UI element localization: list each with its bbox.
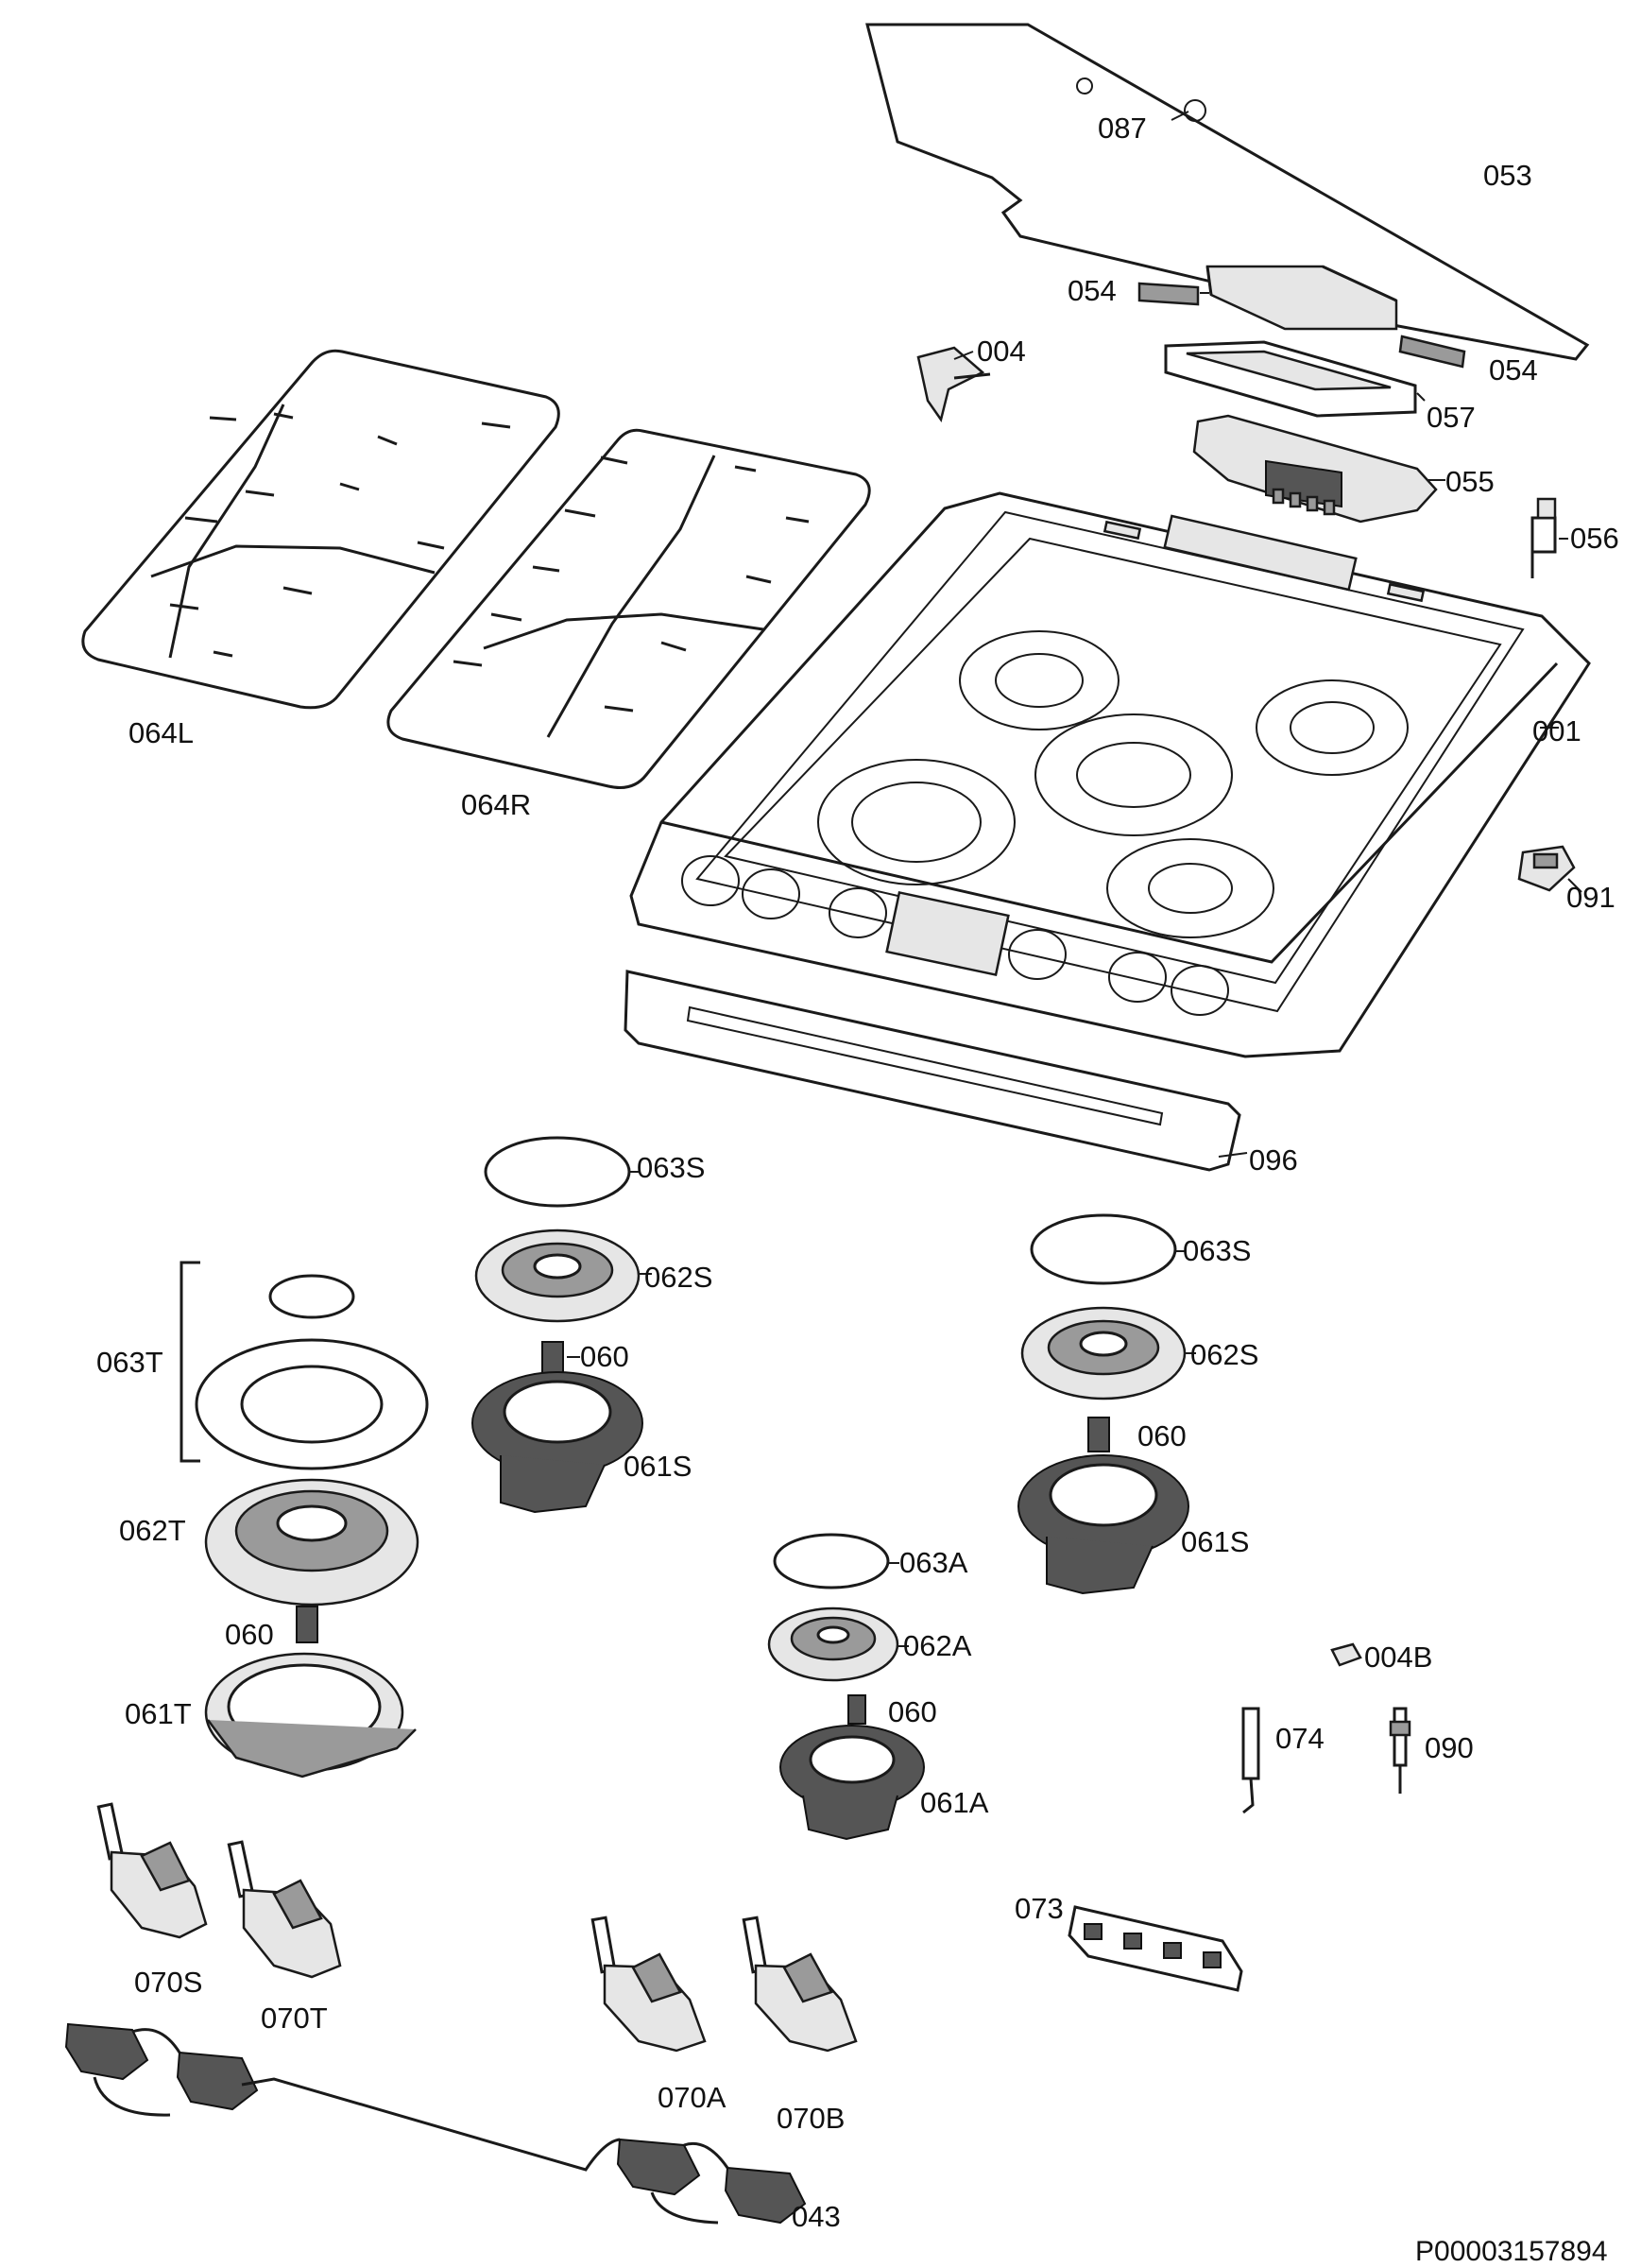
label-061T: 061T [125,1697,192,1730]
burner-triple-crown [179,1261,429,1778]
label-060-d: 060 [888,1695,937,1728]
label-004B: 004B [1364,1641,1432,1674]
label-001: 001 [1532,714,1581,747]
label-062A: 062A [903,1629,972,1662]
lid-hinge-assembly [1137,265,1466,369]
label-063T: 063T [96,1346,163,1379]
hinge-bracket-055 [1192,414,1438,524]
label-073: 073 [1015,1892,1064,1925]
label-063A: 063A [899,1546,968,1579]
clip-004B [1330,1642,1362,1667]
label-062T: 062T [119,1514,186,1547]
pan-support-064R [386,428,871,789]
label-062S-left: 062S [644,1261,712,1294]
label-060-b: 060 [225,1618,274,1651]
gas-valve-070A [590,1916,707,2053]
label-070T: 070T [261,2002,328,2035]
glass-lid-053 [865,23,1590,361]
label-043: 043 [792,2200,841,2233]
label-087: 087 [1098,112,1147,145]
label-063S-right: 063S [1183,1234,1251,1267]
hob-top-001 [629,491,1591,1058]
label-057: 057 [1427,401,1476,434]
label-096: 096 [1249,1143,1298,1177]
label-090: 090 [1425,1731,1474,1764]
burner-auxiliary [767,1533,925,1841]
label-064L: 064L [128,716,194,749]
front-trim-096 [624,970,1241,1172]
ignition-switches-043 [64,2022,807,2225]
label-070B: 070B [777,2102,845,2135]
label-063S-left: 063S [637,1151,705,1184]
label-054-left: 054 [1068,274,1117,307]
ignition-generator-073 [1068,1905,1243,1992]
label-055: 055 [1445,465,1495,498]
label-054-right: 054 [1489,353,1538,387]
label-061S-left: 061S [624,1450,692,1483]
pan-support-064L [81,349,560,710]
spark-electrode-090 [1389,1707,1411,1794]
switch-056 [1530,497,1557,578]
label-061S-right: 061S [1181,1525,1249,1558]
label-060-c: 060 [1137,1419,1187,1452]
label-053: 053 [1483,159,1532,192]
label-062S-right: 062S [1190,1338,1258,1371]
control-knob-holes [681,855,1229,1016]
burner-semi-rapid-left [471,1136,643,1514]
hinge-frame-057 [1164,340,1417,418]
label-070A: 070A [658,2081,726,2114]
label-064R: 064R [461,788,531,821]
label-060-a: 060 [580,1340,629,1373]
clip-091 [1517,845,1576,892]
label-004: 004 [977,335,1026,368]
thermocouple-074 [1241,1707,1260,1814]
document-code: P00003157894 [1415,2236,1608,2267]
gas-valve-070T [227,1840,342,1979]
label-070S: 070S [134,1966,202,1999]
label-074: 074 [1275,1722,1325,1755]
leader-lines [567,292,1582,1647]
part-labels: 087 053 054 004 054 057 055 056 001 064L… [96,112,1619,2233]
label-091: 091 [1566,881,1615,914]
label-061A: 061A [920,1786,989,1819]
gas-valve-070B [742,1916,858,2053]
label-056: 056 [1570,522,1619,555]
clip-004 [916,346,991,422]
burner-semi-rapid-right [1017,1213,1189,1595]
gas-valve-070S [96,1802,208,1939]
